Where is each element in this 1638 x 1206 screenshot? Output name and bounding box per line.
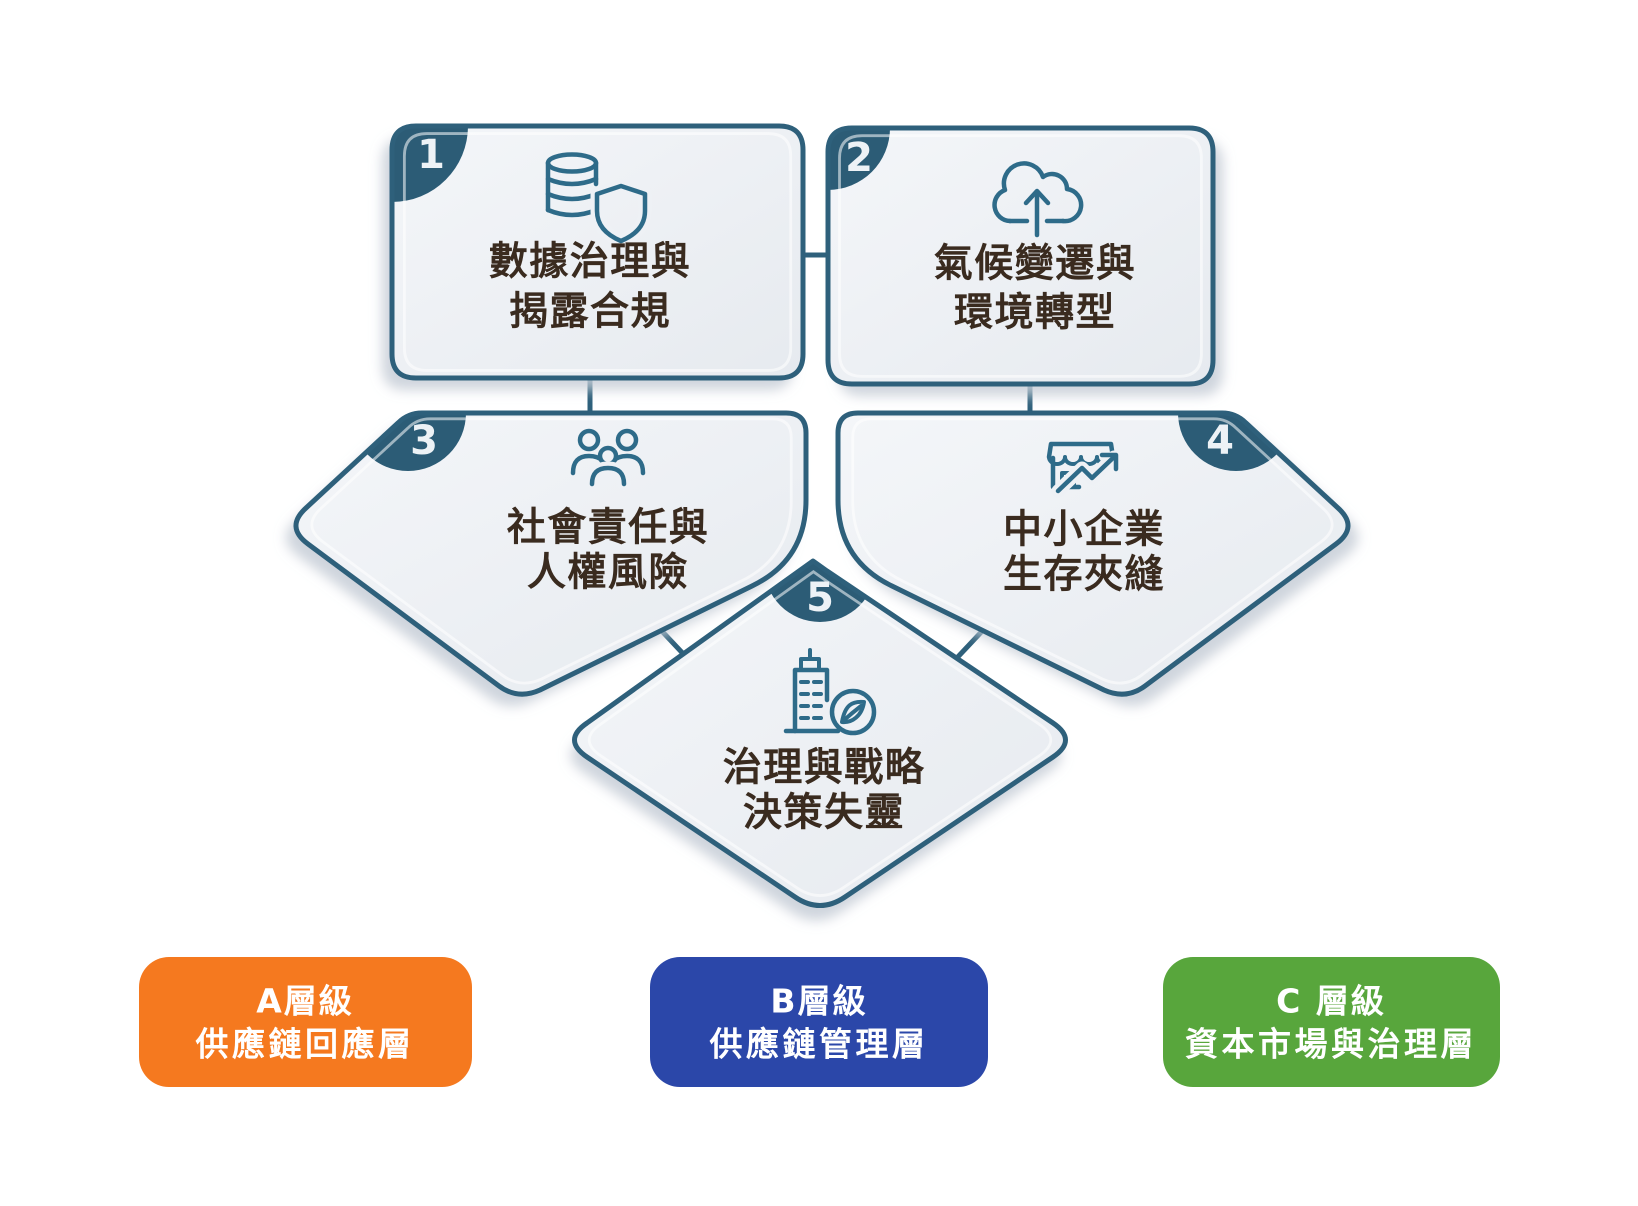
card-1-title-line2: 揭露合規 — [509, 290, 671, 335]
card-3-title-line2: 人權風險 — [527, 551, 689, 596]
legend-pill-b-tier: B層級 — [770, 982, 867, 1021]
card-5-title-line1: 治理與戰略 — [723, 746, 926, 791]
legend-pill-b-background — [650, 957, 988, 1087]
card-5-governance-strategy: 5 治理與戰略 決策失靈 — [575, 510, 1066, 906]
legend-pill-a: A層級 供應鏈回應層 — [139, 957, 472, 1087]
badge-2 — [828, 128, 890, 190]
badge-1-number: 1 — [417, 132, 445, 178]
card-4-sme-survival: 4 中小企業 生存夾縫 — [838, 355, 1348, 694]
badge-5-number: 5 — [806, 575, 834, 621]
badge-1 — [392, 126, 468, 202]
legend-pill-b: B層級 供應鏈管理層 — [650, 957, 988, 1087]
database-shield-icon — [545, 152, 652, 248]
people-group-icon — [570, 428, 646, 491]
badge-2-number: 2 — [845, 135, 873, 181]
cloud-arrow-up-icon — [992, 161, 1084, 238]
card-4-title-line1: 中小企業 — [1003, 508, 1165, 553]
card-2-title-line1: 氣候變遷與 — [934, 242, 1137, 287]
legend-pill-a-background — [139, 957, 472, 1087]
legend-pill-c-tier: C 層級 — [1276, 982, 1386, 1021]
card-2-title-line2: 環境轉型 — [954, 291, 1116, 336]
legend-pill-a-label: 供應鏈回應層 — [196, 1025, 415, 1064]
badge-3-number: 3 — [410, 418, 438, 464]
card-2-climate-transition: 2 氣候變遷與 環境轉型 — [766, 66, 1213, 384]
card-3-title-line1: 社會責任與 — [507, 506, 710, 551]
card-1-title-line1: 數據治理與 — [489, 240, 692, 285]
card-5-title-line2: 決策失靈 — [743, 791, 905, 836]
legend-pill-c-background — [1163, 957, 1500, 1087]
legend-pill-a-tier: A層級 — [256, 982, 354, 1021]
legend-pill-c-label: 資本市場與治理層 — [1185, 1025, 1477, 1064]
card-4-title-line2: 生存夾縫 — [1003, 553, 1165, 598]
badge-4-number: 4 — [1206, 418, 1234, 464]
legend: A層級 供應鏈回應層 B層級 供應鏈管理層 C 層級 資本市場與治理層 — [139, 957, 1500, 1087]
card-3-social-responsibility: 3 社會責任與 人權風險 — [296, 355, 806, 694]
legend-pill-b-label: 供應鏈管理層 — [710, 1025, 929, 1064]
building-leaf-icon — [783, 648, 877, 736]
card-1-data-governance: 1 數據治理與 揭露合規 — [316, 50, 803, 378]
storefront-growth-icon — [1046, 441, 1121, 498]
connector-card4-card5 — [952, 625, 988, 663]
legend-pill-c: C 層級 資本市場與治理層 — [1163, 957, 1500, 1087]
